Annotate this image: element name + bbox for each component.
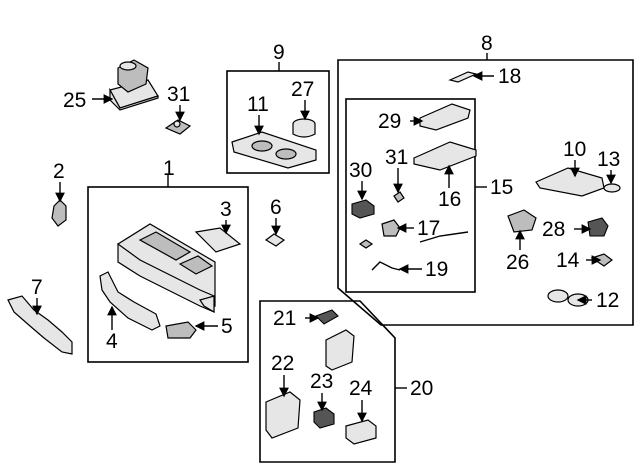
- callout-4: 4: [106, 330, 118, 353]
- part-1-console: [117, 223, 216, 314]
- callout-17: 17: [417, 217, 440, 240]
- callout-23: 23: [310, 370, 333, 393]
- part-4-rail: [99, 271, 161, 331]
- callout-9: 9: [273, 41, 285, 64]
- part-26-base: [507, 209, 537, 233]
- part-31-clip: [164, 119, 192, 135]
- callout-1: 1: [163, 157, 175, 180]
- part-11-bezel: [231, 131, 317, 169]
- callout-25: 25: [63, 89, 86, 112]
- box-group-20: [259, 300, 396, 463]
- part-2-bracket: [51, 199, 67, 227]
- callout-31b: 31: [385, 146, 408, 169]
- callout-31a: 31: [167, 83, 190, 106]
- part-18-strip: [448, 71, 478, 83]
- part-23-switch: [313, 407, 335, 429]
- callout-16: 16: [438, 188, 461, 211]
- callout-15: 15: [490, 176, 513, 199]
- box-group-9: [226, 70, 330, 174]
- part-6-pad: [264, 233, 286, 247]
- callout-27: 27: [291, 78, 314, 101]
- callout-7: 7: [31, 276, 43, 299]
- part-22-panel: [265, 391, 301, 439]
- part-24-outlet: [345, 419, 377, 445]
- part-7-side-panel: [7, 295, 73, 355]
- callout-18: 18: [498, 65, 521, 88]
- callout-30: 30: [349, 159, 372, 182]
- part-21-switch: [315, 309, 339, 325]
- callout-29: 29: [378, 110, 401, 133]
- part-small-clip: [358, 239, 374, 249]
- callout-28: 28: [542, 218, 565, 241]
- part-19b-harness: [419, 231, 469, 243]
- box-group-15: [345, 98, 476, 293]
- callout-24: 24: [349, 377, 373, 400]
- callout-26: 26: [506, 251, 529, 274]
- callout-8: 8: [481, 32, 493, 55]
- part-17-switch: [381, 219, 401, 237]
- callout-6: 6: [270, 196, 282, 219]
- callout-19: 19: [425, 258, 448, 281]
- part-5-cap: [165, 321, 197, 339]
- part-12-cupholder: [547, 289, 589, 307]
- callout-10: 10: [563, 138, 586, 161]
- box-group-8: [337, 59, 634, 326]
- part-31b-clip: [393, 191, 405, 203]
- callout-22: 22: [271, 352, 294, 375]
- callout-11: 11: [247, 93, 269, 116]
- callout-2: 2: [53, 160, 65, 183]
- part-25-shifter: [109, 59, 159, 111]
- part-27-cup: [292, 118, 316, 138]
- part-30-switch: [351, 199, 375, 219]
- part-10-bezel: [535, 167, 605, 197]
- callout-12: 12: [596, 289, 619, 312]
- part-3-pad: [194, 227, 242, 253]
- callout-5: 5: [221, 315, 233, 338]
- callout-13: 13: [597, 148, 620, 171]
- part-20-cover: [325, 329, 355, 371]
- part-16-bezel: [413, 141, 477, 171]
- part-28-switch: [587, 217, 609, 237]
- callout-21: 21: [273, 307, 296, 330]
- callout-3: 3: [220, 198, 232, 221]
- callout-14: 14: [556, 249, 580, 272]
- part-29-cover: [419, 103, 471, 131]
- part-13-trim: [603, 183, 621, 193]
- part-19-harness: [371, 261, 401, 271]
- callout-20: 20: [410, 377, 433, 400]
